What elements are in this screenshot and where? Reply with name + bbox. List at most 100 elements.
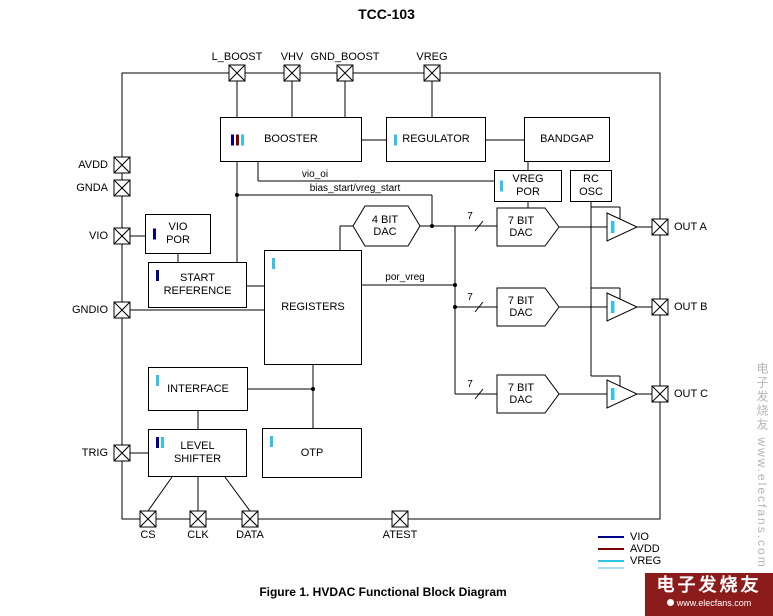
booster-domain-bars [231,134,244,145]
block-vreg-por-label: VREG POR [512,173,544,198]
pin-label-l-boost: L_BOOST [211,51,263,63]
block-dac7a-label: 7 BIT DAC [507,214,535,239]
legend-item-partial [598,567,630,569]
pin-label-out-c: OUT C [674,388,709,400]
legend-label-vio: VIO [630,531,649,543]
chip-boundary [121,72,661,520]
pin-label-out-a: OUT A [674,221,707,233]
pin-label-cs: CS [140,529,156,541]
chip-title: TCC-103 [358,6,415,22]
pin-avdd-icon [113,156,131,174]
pin-clk-icon [189,510,207,528]
block-rc-osc-label: RC OSC [579,173,603,198]
pin-label-vhv: VHV [280,51,304,63]
pin-vio-icon [113,227,131,245]
legend-item-vio: VIO [598,531,649,543]
block-bandgap: BANDGAP [524,117,610,162]
block-booster: BOOSTER [220,117,362,162]
bus-slashes [474,220,484,400]
block-booster-label: BOOSTER [264,133,318,146]
block-regulator-label: REGULATOR [402,133,470,146]
block-bandgap-label: BANDGAP [540,133,594,146]
pin-data-icon [241,510,259,528]
start-reference-domain-bars [156,270,159,281]
block-level-shifter-label: LEVEL SHIFTER [173,440,222,465]
bus-width-a: 7 [467,211,473,222]
block-otp: OTP [262,428,362,478]
junction-dots [235,193,457,391]
pin-gnd-boost-icon [336,64,354,82]
pin-vhv-icon [283,64,301,82]
signal-bias-start-vreg-start: bias_start/vreg_start [309,183,401,194]
dac-shapes [352,205,639,414]
block-otp-label: OTP [300,446,324,459]
pin-label-gndio: GNDIO [71,304,108,316]
figure-caption: Figure 1. HVDAC Functional Block Diagram [259,585,507,599]
dac7b-shape [496,287,560,327]
legend-item-vreg: VREG [598,555,661,567]
bus-width-c: 7 [467,379,473,390]
block-dac7c-label: 7 BIT DAC [507,381,535,406]
registers-domain-bars [272,258,275,269]
dac4-shape [352,205,421,247]
block-rc-osc: RC OSC [570,170,612,202]
legend-label-avdd: AVDD [630,543,660,555]
pin-trig-icon [113,444,131,462]
dac7a-shape [496,207,560,247]
pin-label-trig: TRIG [81,447,108,459]
output-buffer-b [606,292,639,322]
block-interface-label: INTERFACE [167,382,229,395]
watermark-dot-icon [666,599,674,607]
pin-label-clk: CLK [187,529,209,541]
otp-domain-bars [270,436,273,447]
signal-vio-oi: vio_oi [301,169,329,180]
regulator-domain-bars [394,134,397,145]
block-registers-label: REGISTERS [281,301,345,314]
legend-label-vreg: VREG [630,555,662,567]
block-start-reference: START REFERENCE [148,262,247,308]
block-vio-por: VIO POR [145,214,211,254]
pin-label-vreg: VREG [416,51,448,63]
block-registers: REGISTERS [264,250,362,365]
pin-out-b-icon [651,298,669,316]
legend-line-vio [598,536,624,538]
bus-width-b: 7 [467,292,473,303]
watermark-logo-site-row: www.elecfans.com [645,598,773,608]
block-dac4-label: 4 BIT DAC [371,213,399,238]
pin-vreg-icon [423,64,441,82]
watermark-logo-site: www.elecfans.com [676,597,752,608]
pin-label-data: DATA [236,529,264,541]
output-buffer-a [606,212,639,242]
legend-line-vreg [598,560,624,562]
pin-label-avdd: AVDD [78,159,108,171]
vreg-por-domain-bars [500,180,503,192]
output-buffer-c [606,379,639,409]
watermark-logo: 电子发烧友 www.elecfans.com [645,573,773,616]
pin-cs-icon [139,510,157,528]
level-shifter-domain-bars [156,437,164,448]
pin-atest-icon [391,510,409,528]
pin-gndio-icon [113,301,131,319]
buffer-b-domain-bar [611,301,615,313]
block-level-shifter: LEVEL SHIFTER [148,429,247,477]
legend-line-partial [598,567,624,569]
pin-out-c-icon [651,385,669,403]
watermark-logo-title: 电子发烧友 [656,575,762,595]
wires [130,81,652,512]
buffer-c-domain-bar [611,388,615,400]
pin-l-boost-icon [228,64,246,82]
pin-label-atest: ATEST [382,529,418,541]
interface-domain-bars [156,375,159,386]
block-dac7b-label: 7 BIT DAC [507,294,535,319]
pin-label-vio: VIO [89,230,108,242]
watermark-side-text: 电子发烧友 www.elecfans.com [755,362,769,569]
block-start-reference-label: START REFERENCE [163,272,232,297]
pin-gnda-icon [113,179,131,197]
pin-label-gnda: GNDA [76,182,108,194]
signal-por-vreg: por_vreg [385,272,425,283]
legend-item-avdd: AVDD [598,543,660,555]
pin-label-out-b: OUT B [674,301,708,313]
pin-label-gnd-boost: GND_BOOST [310,51,380,63]
dac7c-shape [496,374,560,414]
block-interface: INTERFACE [148,367,248,411]
